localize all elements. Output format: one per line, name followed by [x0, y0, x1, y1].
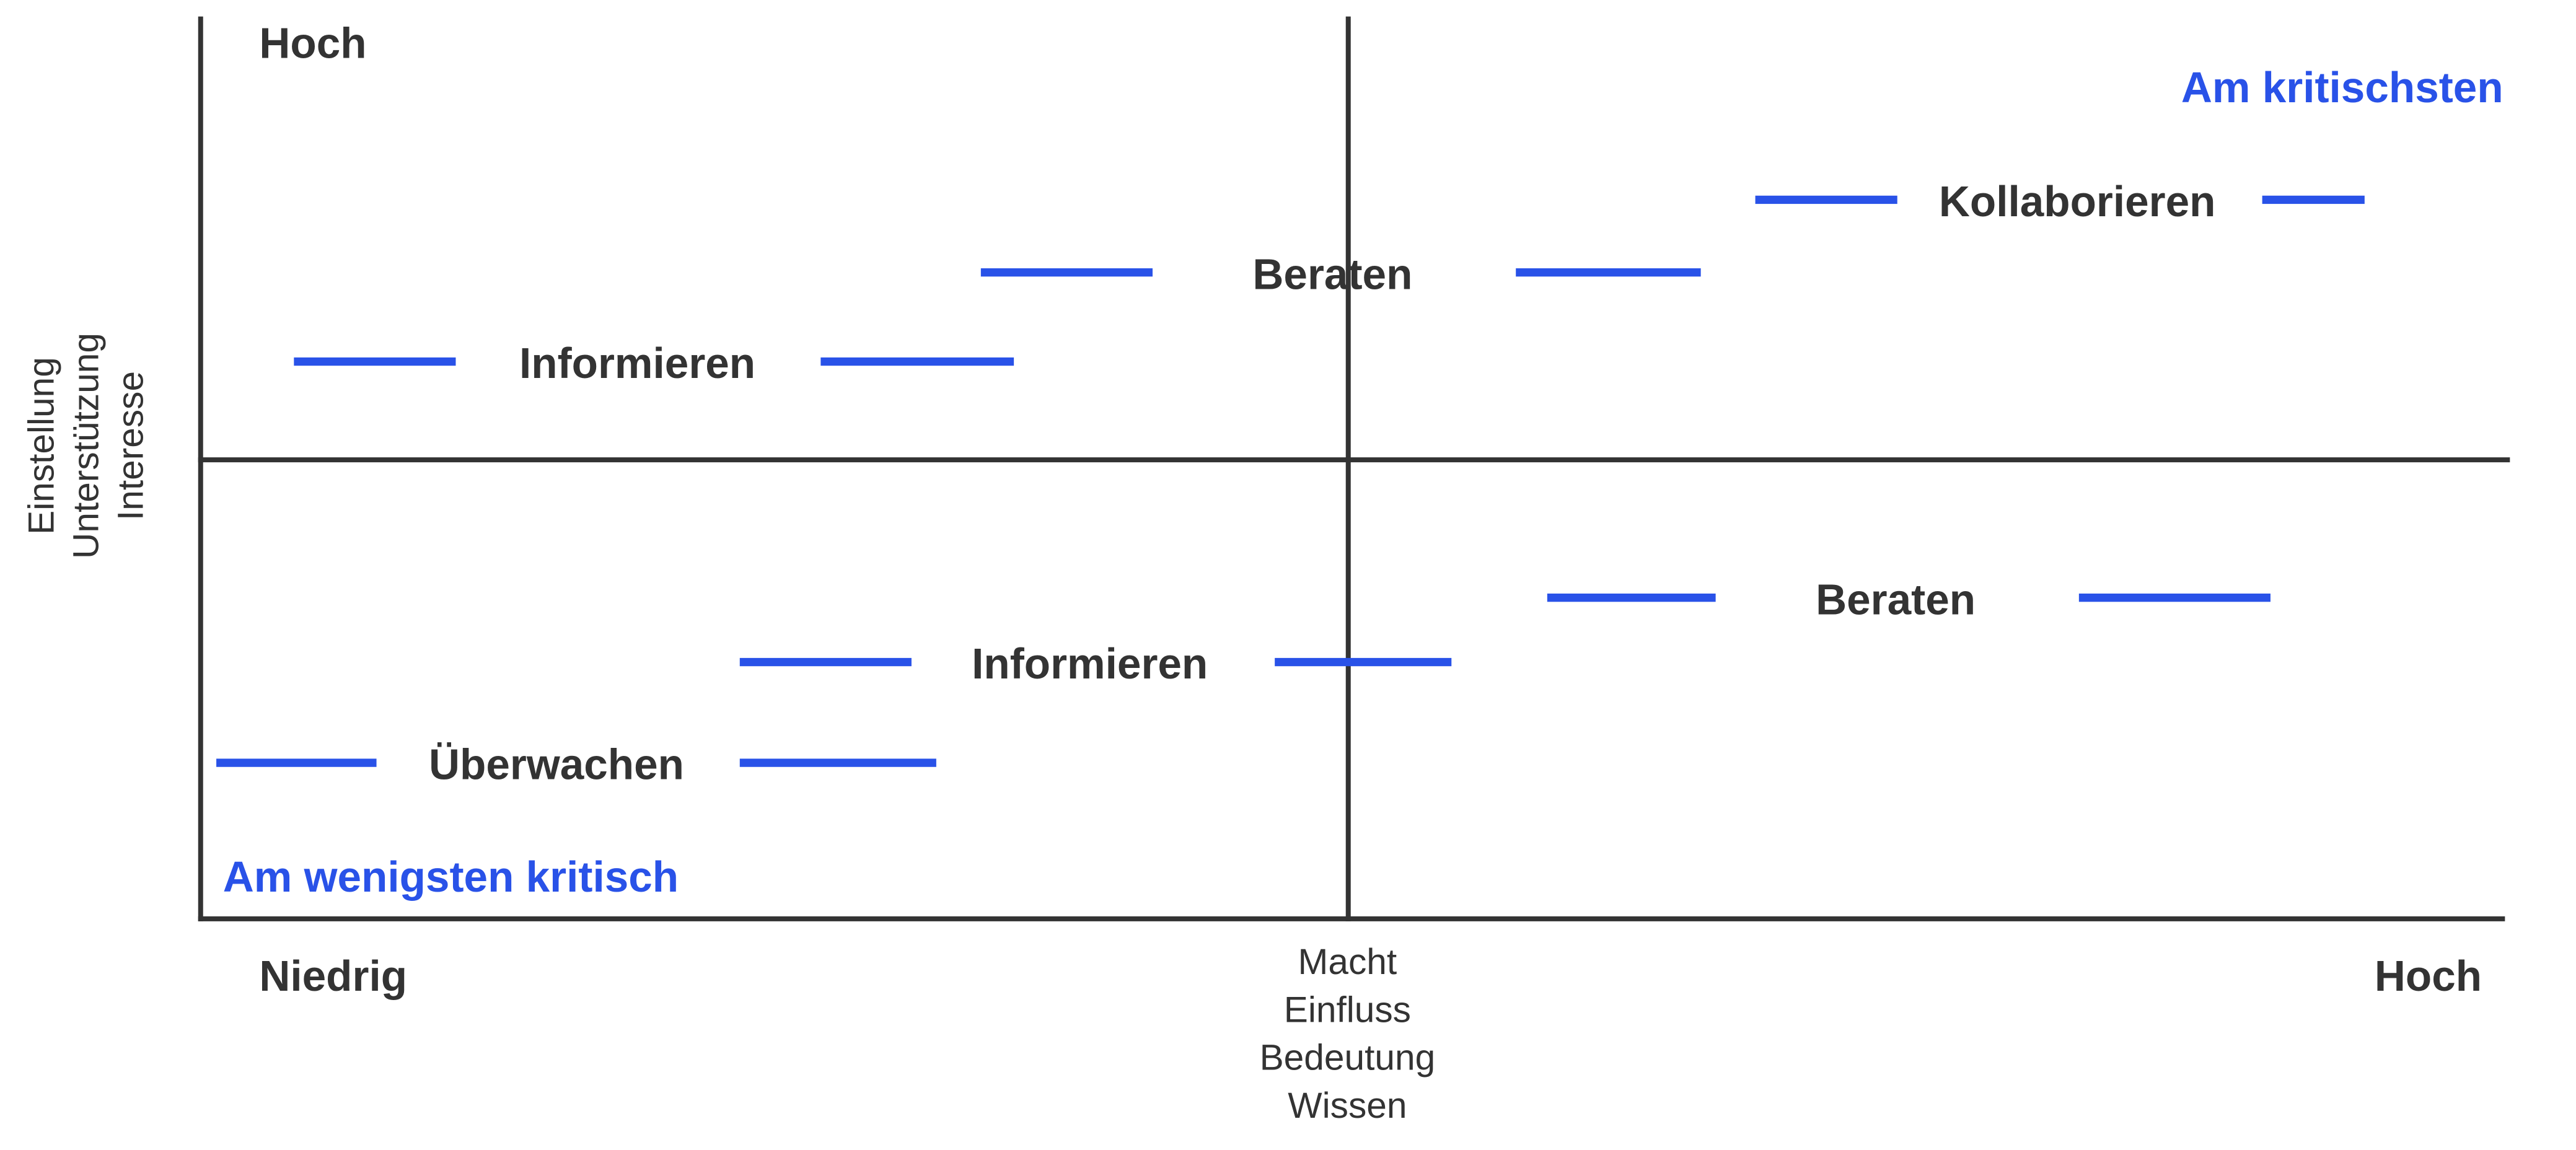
strategy-dash-left	[1547, 593, 1716, 602]
y-axis-label: Unterstützung	[65, 332, 107, 559]
strategy-dash-right	[820, 357, 1014, 366]
y-high-label: Hoch	[259, 18, 367, 68]
strategy-dash-left	[739, 657, 912, 667]
strategy-inform-low: Informieren	[972, 639, 1208, 689]
strategy-dash-right	[2262, 195, 2365, 204]
strategy-inform-high: Informieren	[519, 338, 756, 388]
strategy-dash-left	[980, 268, 1153, 277]
strategy-dash-right	[1275, 657, 1452, 667]
x-axis-label: Bedeutung	[1259, 1037, 1436, 1079]
x-axis-label: Wissen	[1288, 1084, 1407, 1126]
strategy-consult-high: Beraten	[1252, 249, 1413, 299]
strategy-dash-right	[2078, 593, 2270, 602]
strategy-dash-right	[1516, 268, 1701, 277]
strategy-consult-low: Beraten	[1816, 574, 1976, 625]
strategy-dash-left	[294, 357, 456, 366]
most-critical-label: Am kritischsten	[2181, 63, 2503, 113]
horizontal-divider	[198, 457, 2510, 463]
y-axis-title: Einstellung Unterstützung Interesse	[19, 333, 153, 559]
x-axis-title: Macht Einfluss Bedeutung Wissen	[1260, 938, 1436, 1130]
x-low-label: Niedrig	[259, 950, 408, 1001]
strategy-dash-left	[216, 758, 377, 767]
strategy-dash-left	[1755, 195, 1897, 204]
vertical-divider	[1345, 16, 1351, 921]
x-axis-label: Macht	[1298, 941, 1397, 983]
y-axis-line	[198, 16, 203, 921]
x-high-label: Hoch	[2374, 950, 2482, 1001]
y-axis-label: Einstellung	[20, 357, 62, 535]
x-axis-line	[198, 916, 2505, 921]
strategy-dash-right	[739, 758, 936, 767]
least-critical-label: Am wenigsten kritisch	[222, 851, 679, 902]
y-axis-label: Interesse	[110, 371, 151, 521]
strategy-collaborate: Kollaborieren	[1938, 177, 2216, 227]
x-axis-label: Einfluss	[1283, 989, 1412, 1030]
strategy-monitor: Überwachen	[429, 739, 684, 789]
